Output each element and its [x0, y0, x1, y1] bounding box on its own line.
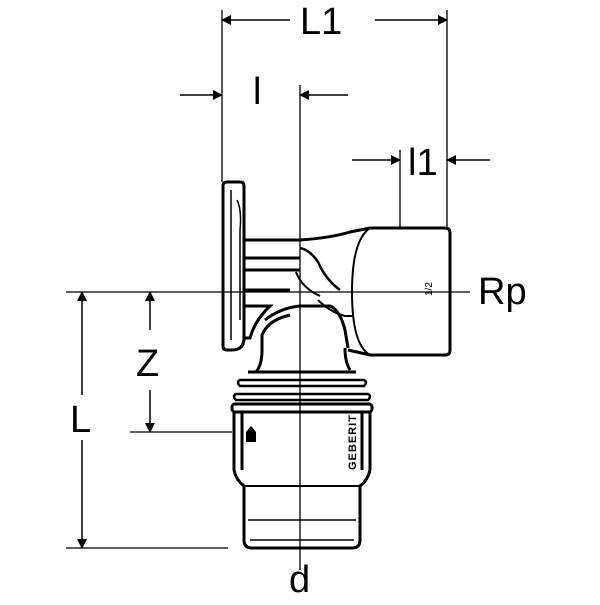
- dimension-l1-label: l1: [408, 142, 438, 184]
- elbow-body: [244, 230, 352, 373]
- center-lines: [205, 85, 470, 570]
- thread-mark: 1/2: [424, 282, 435, 296]
- thread-Rp-label: Rp: [478, 271, 527, 313]
- insertion-depth-mark: [246, 426, 256, 442]
- dimension-L1-label: L1: [300, 1, 342, 43]
- brand-label: GEBERIT: [347, 414, 359, 470]
- dimension-d-label: d: [289, 559, 310, 600]
- dimension-l-label: l: [253, 71, 261, 113]
- wall-plate: [221, 180, 246, 352]
- push-fit-end: [230, 370, 374, 550]
- dimension-L-label: L: [70, 399, 91, 441]
- dimension-Z-label: Z: [136, 343, 159, 385]
